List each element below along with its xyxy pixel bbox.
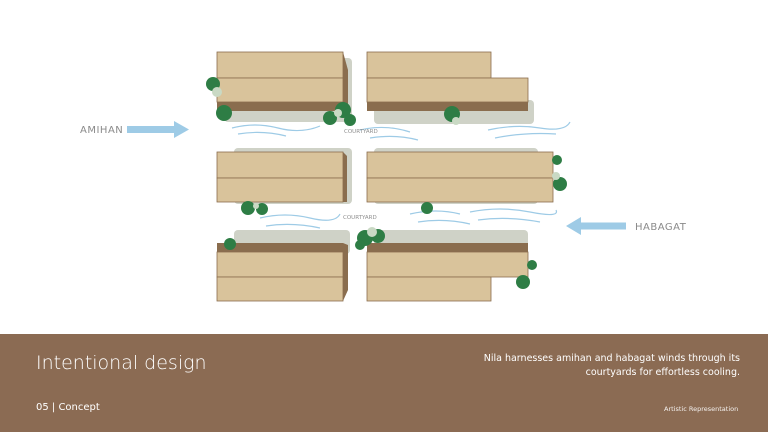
tree — [224, 238, 236, 250]
credit-text: Artistic Representation — [664, 405, 739, 413]
tree — [421, 202, 433, 214]
building-middle-left — [216, 151, 347, 203]
building-middle-right — [366, 151, 554, 203]
building-top-left — [216, 51, 348, 111]
habagat-arrow — [566, 217, 626, 235]
courtyard-label-bottom: COURTYARD — [343, 215, 377, 221]
section-label: 05 | Concept — [36, 402, 100, 413]
tree — [241, 201, 268, 215]
wind-flow-diagram: COURTYARD COURTYARD AMIHAN HABAGAT — [80, 51, 687, 302]
building-bottom-left — [216, 243, 348, 302]
building-top-right — [366, 51, 529, 111]
wind-flow-lines — [231, 121, 571, 229]
habagat-label: HABAGAT — [635, 222, 687, 233]
amihan-arrow — [127, 121, 189, 138]
page-title: Intentional design — [36, 352, 207, 374]
footer-bar: Intentional design 05 | Concept Nila har… — [0, 334, 768, 432]
tree — [552, 155, 567, 191]
tree — [355, 227, 385, 250]
tree — [323, 102, 356, 126]
building-bottom-right — [366, 243, 529, 302]
courtyard-label-top: COURTYARD — [344, 129, 378, 135]
tree — [516, 260, 537, 289]
amihan-label: AMIHAN — [80, 125, 123, 136]
trees — [206, 77, 567, 289]
tree — [206, 77, 232, 121]
description-text: Nila harnesses amihan and habagat winds … — [483, 353, 740, 378]
tree — [444, 106, 460, 125]
